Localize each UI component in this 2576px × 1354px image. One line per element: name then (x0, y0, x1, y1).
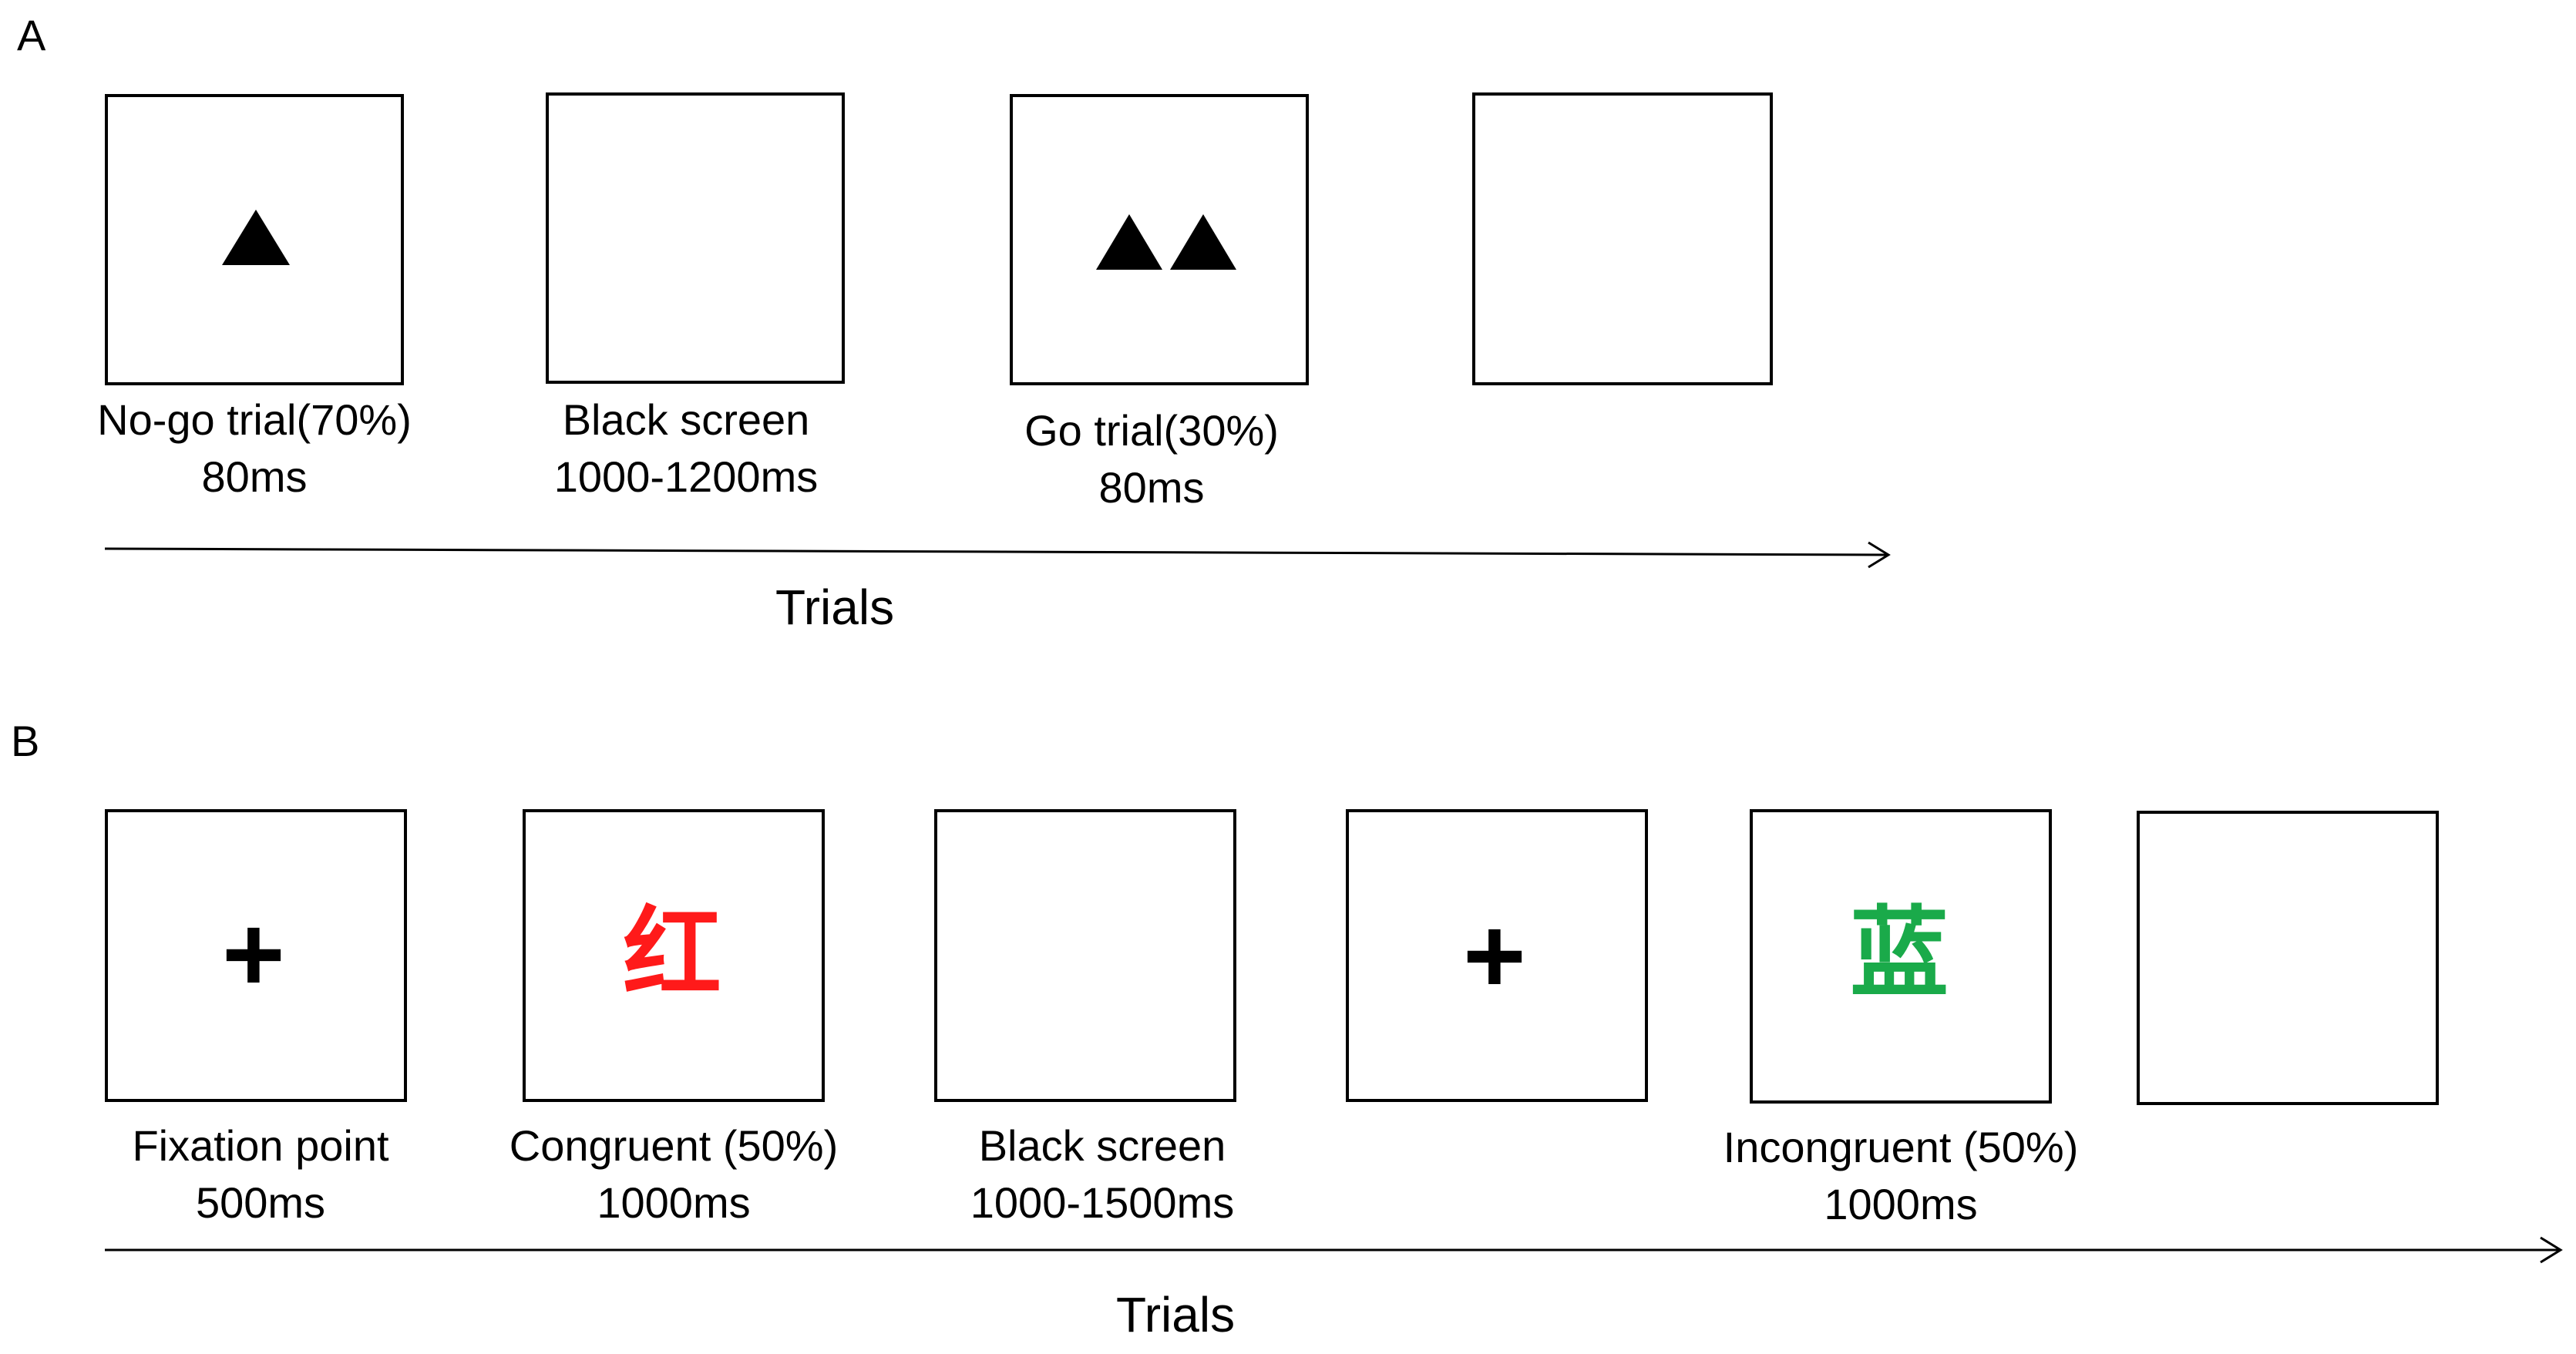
double-triangle-icon (1096, 214, 1236, 270)
panel-b-frame-congruent: 红 (523, 809, 825, 1102)
caption-line: 1000-1200ms (553, 452, 819, 501)
panel-b-caption-black-screen: Black screen 1000-1500ms (910, 1117, 1295, 1231)
panel-a-caption-nogo: No-go trial(70%) 80ms (62, 391, 447, 506)
panel-a-caption-black-screen: Black screen 1000-1200ms (493, 391, 879, 506)
panel-b-axis-label: Trials (1116, 1287, 1236, 1342)
panel-a-caption-go: Go trial(30%) 80ms (959, 402, 1344, 516)
caption-line: Black screen (978, 1121, 1226, 1170)
fixation-cross-icon: + (222, 893, 285, 1014)
panel-b-label: B (11, 717, 40, 765)
panel-a-frame-nogo (105, 94, 404, 385)
panel-b-frame-incongruent: 蓝 (1750, 809, 2052, 1104)
panel-a-axis-label: Trials (775, 580, 895, 635)
caption-line: Incongruent (50%) (1723, 1123, 2079, 1171)
panel-b-frame-fixation-2: + (1346, 809, 1648, 1102)
caption-line: 1000ms (597, 1178, 751, 1227)
caption-line: 1000ms (1824, 1180, 1978, 1228)
caption-line: Fixation point (132, 1121, 389, 1170)
panel-b-frame-end (2137, 811, 2439, 1105)
caption-line: Congruent (50%) (509, 1121, 839, 1170)
caption-line: Black screen (562, 395, 810, 444)
panel-a-frame-end (1472, 92, 1773, 385)
caption-line: 80ms (201, 452, 308, 501)
panel-a-label: A (17, 11, 46, 59)
panel-b-caption-fixation: Fixation point 500ms (68, 1117, 453, 1231)
panel-a-frame-go (1010, 94, 1309, 385)
triangle-icon (222, 210, 290, 265)
panel-b-caption-congruent: Congruent (50%) 1000ms (481, 1117, 866, 1231)
panel-a-frame-black-screen (546, 92, 845, 384)
caption-line: No-go trial(70%) (97, 395, 412, 444)
caption-line: 1000-1500ms (970, 1178, 1235, 1227)
color-word-green: 蓝 (1850, 896, 1949, 1011)
caption-line: 500ms (195, 1178, 326, 1227)
panel-b-caption-incongruent: Incongruent (50%) 1000ms (1708, 1119, 2093, 1233)
panel-b-frame-black-screen (934, 809, 1236, 1102)
color-word-red: 红 (623, 896, 722, 1011)
fixation-cross-icon: + (1463, 895, 1526, 1016)
panel-b-frame-fixation: + (105, 809, 407, 1102)
caption-line: Go trial(30%) (1024, 406, 1279, 455)
caption-line: 80ms (1098, 463, 1205, 512)
